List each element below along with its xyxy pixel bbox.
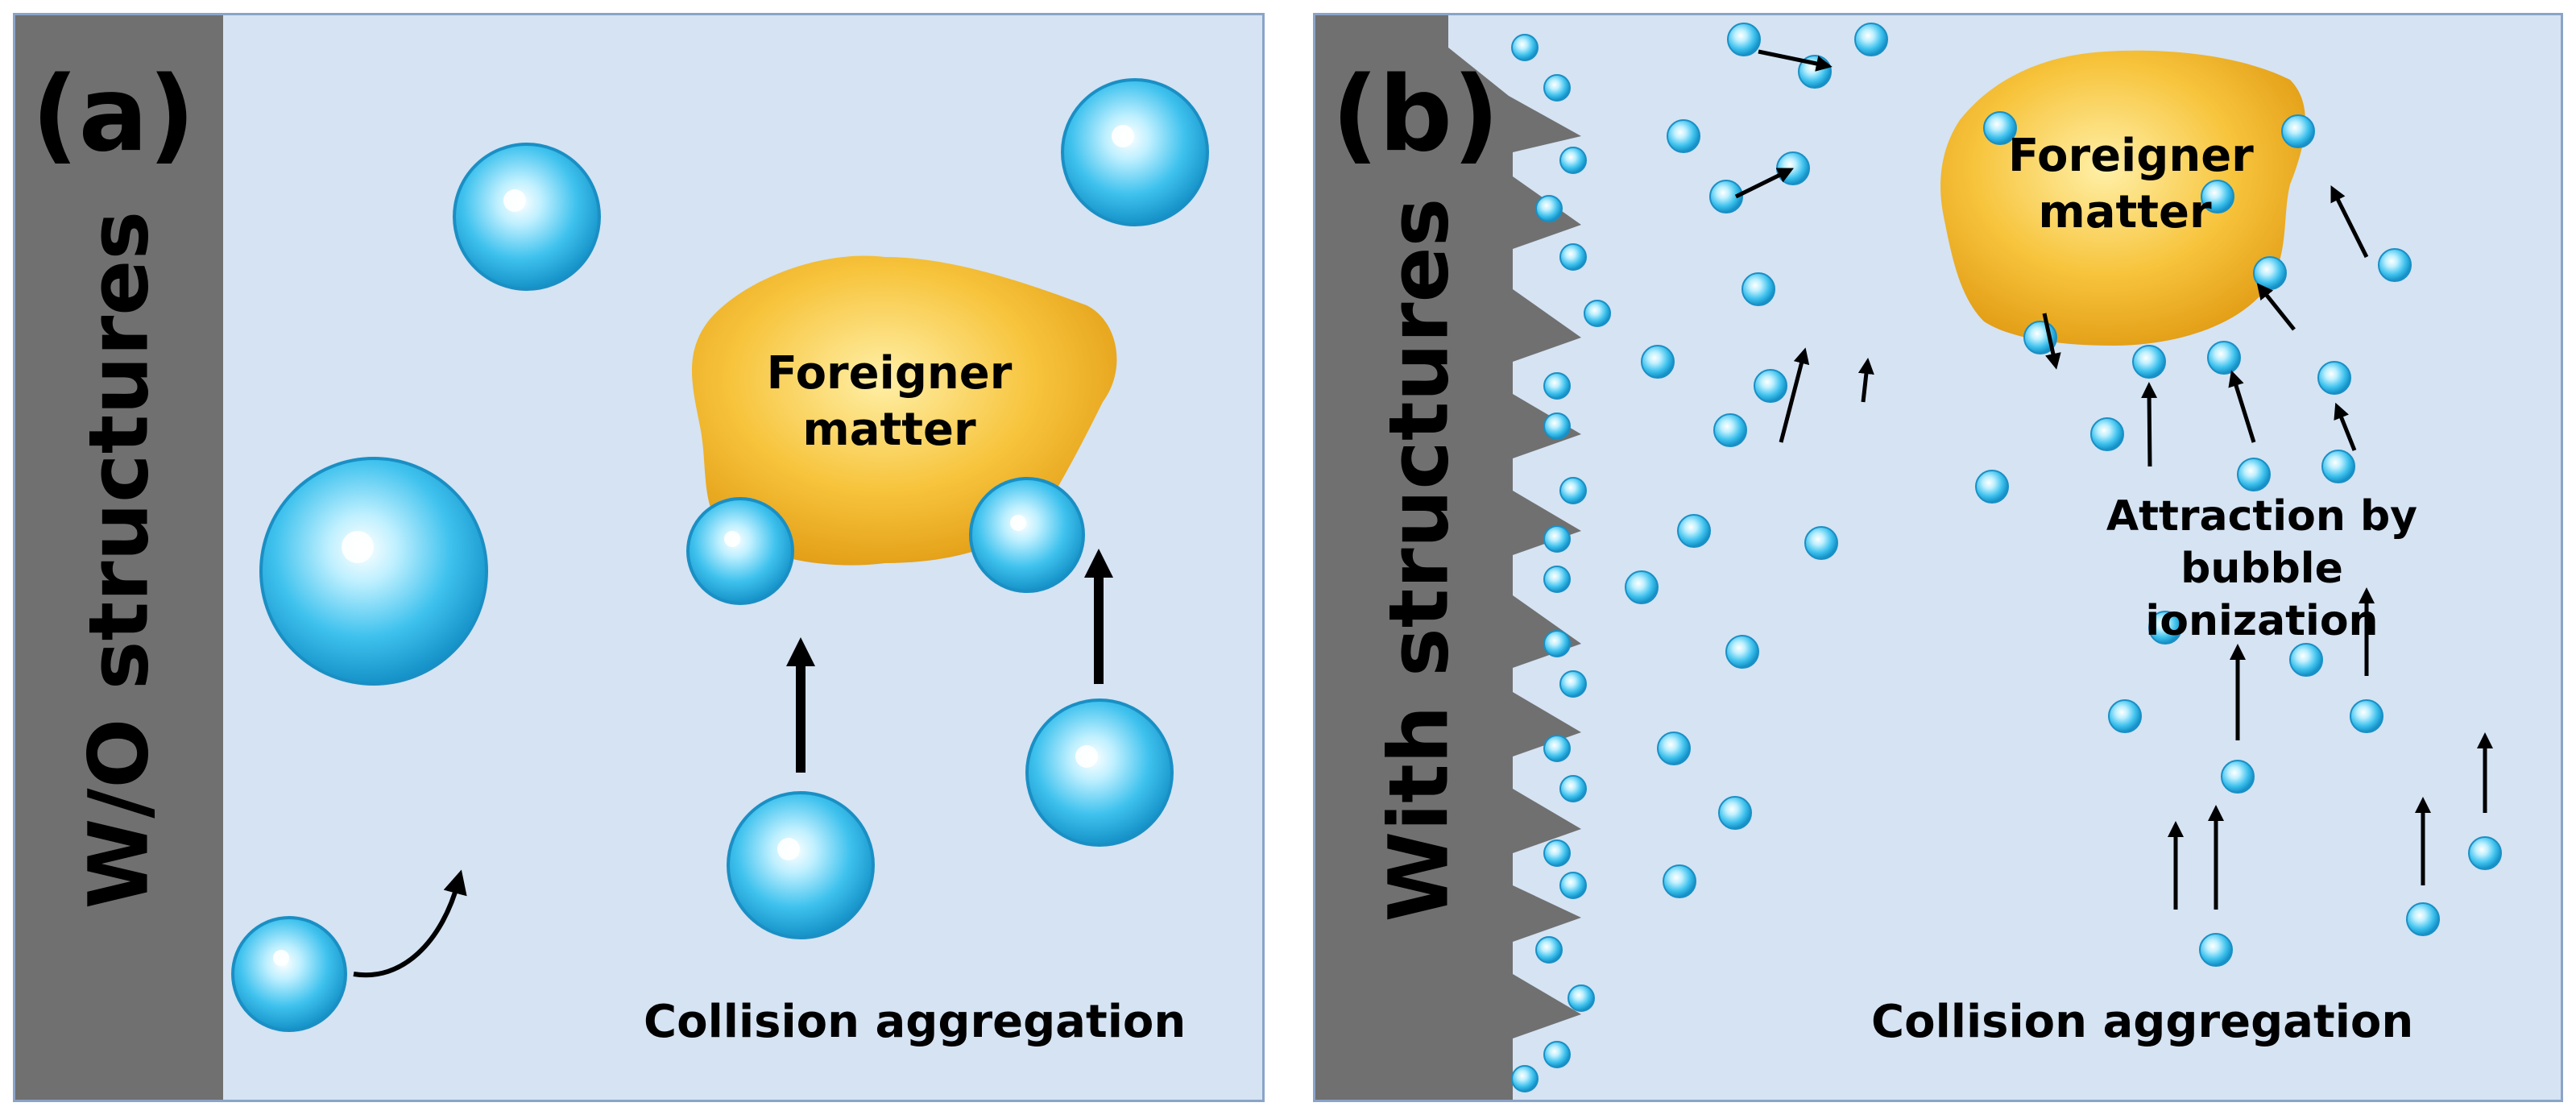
bubble bbox=[969, 477, 1085, 593]
bubble bbox=[1511, 1065, 1539, 1092]
bubble bbox=[1559, 775, 1587, 802]
bubble bbox=[1061, 78, 1209, 226]
bubble bbox=[1776, 151, 1810, 185]
panel-a-graphics bbox=[231, 78, 1209, 1032]
arrow bbox=[1857, 358, 1874, 403]
bubble bbox=[1677, 514, 1711, 548]
arrow bbox=[2228, 370, 2256, 443]
bubble bbox=[1543, 630, 1571, 657]
wall-label: W/O structures bbox=[71, 210, 168, 910]
wall-structured bbox=[1315, 15, 1581, 1100]
bubble bbox=[1559, 670, 1587, 698]
foreign-matter-label: Foreigner matter bbox=[2008, 130, 2254, 238]
bubble bbox=[1804, 526, 1838, 560]
bubble bbox=[1667, 119, 1700, 153]
bubble bbox=[2317, 361, 2351, 395]
bubble bbox=[1559, 243, 1587, 271]
bubble bbox=[1983, 111, 2017, 145]
curved-arrow bbox=[353, 869, 467, 978]
bubble bbox=[2221, 760, 2255, 794]
bubble bbox=[1725, 635, 1759, 669]
bubble bbox=[727, 791, 875, 939]
bubble bbox=[1543, 839, 1571, 867]
panel-a: W/O structures (a) Foreigner matter Coll… bbox=[13, 13, 1265, 1102]
bubble bbox=[1854, 23, 1888, 56]
bubble bbox=[2378, 248, 2412, 282]
bubble bbox=[2148, 611, 2182, 645]
panel-b: With structures (b) Foreigner matter Att… bbox=[1313, 13, 2563, 1102]
bubble bbox=[1641, 345, 1675, 379]
foreign-matter-label: Foreigner matter bbox=[766, 347, 1013, 456]
bubble bbox=[686, 497, 794, 605]
bubble bbox=[1713, 413, 1747, 447]
bubble bbox=[1975, 470, 2009, 504]
arrow bbox=[2256, 283, 2296, 331]
arrow bbox=[2334, 402, 2357, 451]
bubble bbox=[2253, 256, 2287, 290]
bubble bbox=[1025, 698, 1174, 847]
bubble bbox=[1543, 735, 1571, 762]
arrow bbox=[1734, 168, 1794, 199]
bubble bbox=[1568, 984, 1595, 1012]
bubble bbox=[1543, 372, 1571, 400]
bubble bbox=[1543, 525, 1571, 553]
bubble bbox=[2108, 699, 2142, 733]
bubble bbox=[1709, 180, 1743, 213]
bubble bbox=[1741, 272, 1775, 306]
panel-label: (a) bbox=[31, 55, 196, 175]
arrow bbox=[2330, 185, 2369, 259]
collision-caption: Collision aggregation bbox=[644, 996, 1187, 1048]
arrow bbox=[2141, 382, 2158, 467]
arrow bbox=[2042, 313, 2061, 370]
bubble bbox=[1543, 1041, 1571, 1068]
bubble bbox=[1543, 74, 1571, 102]
wall-plain bbox=[15, 15, 223, 1100]
bubble bbox=[1559, 872, 1587, 899]
foreign-matter-blob bbox=[1940, 50, 2305, 346]
bubble bbox=[1535, 195, 1563, 222]
bubbles bbox=[231, 78, 1209, 1032]
bubble bbox=[1754, 369, 1787, 403]
panel-b-graphics bbox=[1315, 15, 2502, 1100]
bubble bbox=[1625, 570, 1659, 604]
bubble bbox=[453, 143, 601, 291]
bubble bbox=[2207, 341, 2241, 375]
bubble bbox=[1559, 147, 1587, 174]
arrow bbox=[1758, 49, 1833, 72]
bubble bbox=[2281, 114, 2315, 148]
bubble bbox=[1511, 34, 1539, 61]
attraction-label: Attraction by bubble ionization bbox=[2106, 492, 2418, 645]
bubble bbox=[1727, 23, 1761, 56]
small-bubbles bbox=[1511, 23, 2502, 1092]
bubble bbox=[2237, 458, 2271, 491]
bubble bbox=[1657, 732, 1691, 765]
bubble bbox=[2201, 180, 2234, 213]
bubble bbox=[1535, 936, 1563, 964]
bubble bbox=[1584, 300, 1611, 327]
bubble bbox=[2132, 345, 2166, 379]
bubble bbox=[2468, 836, 2502, 870]
bubble bbox=[2199, 933, 2233, 967]
bubble bbox=[2350, 699, 2383, 733]
bubble bbox=[1543, 412, 1571, 440]
bubble bbox=[1543, 566, 1571, 593]
collision-caption: Collision aggregation bbox=[1871, 996, 2414, 1048]
panel-label: (b) bbox=[1331, 55, 1500, 175]
bubble bbox=[2321, 450, 2355, 483]
bubble bbox=[1559, 477, 1587, 504]
arrow bbox=[1779, 347, 1810, 443]
bubble bbox=[1718, 796, 1752, 830]
bubble bbox=[2406, 902, 2440, 936]
bubble bbox=[2090, 417, 2124, 451]
bubble bbox=[2289, 643, 2323, 677]
bubble bbox=[259, 457, 488, 686]
bubble bbox=[231, 916, 347, 1032]
wall-label: With structures bbox=[1371, 197, 1468, 922]
bubble bbox=[1663, 864, 1696, 898]
